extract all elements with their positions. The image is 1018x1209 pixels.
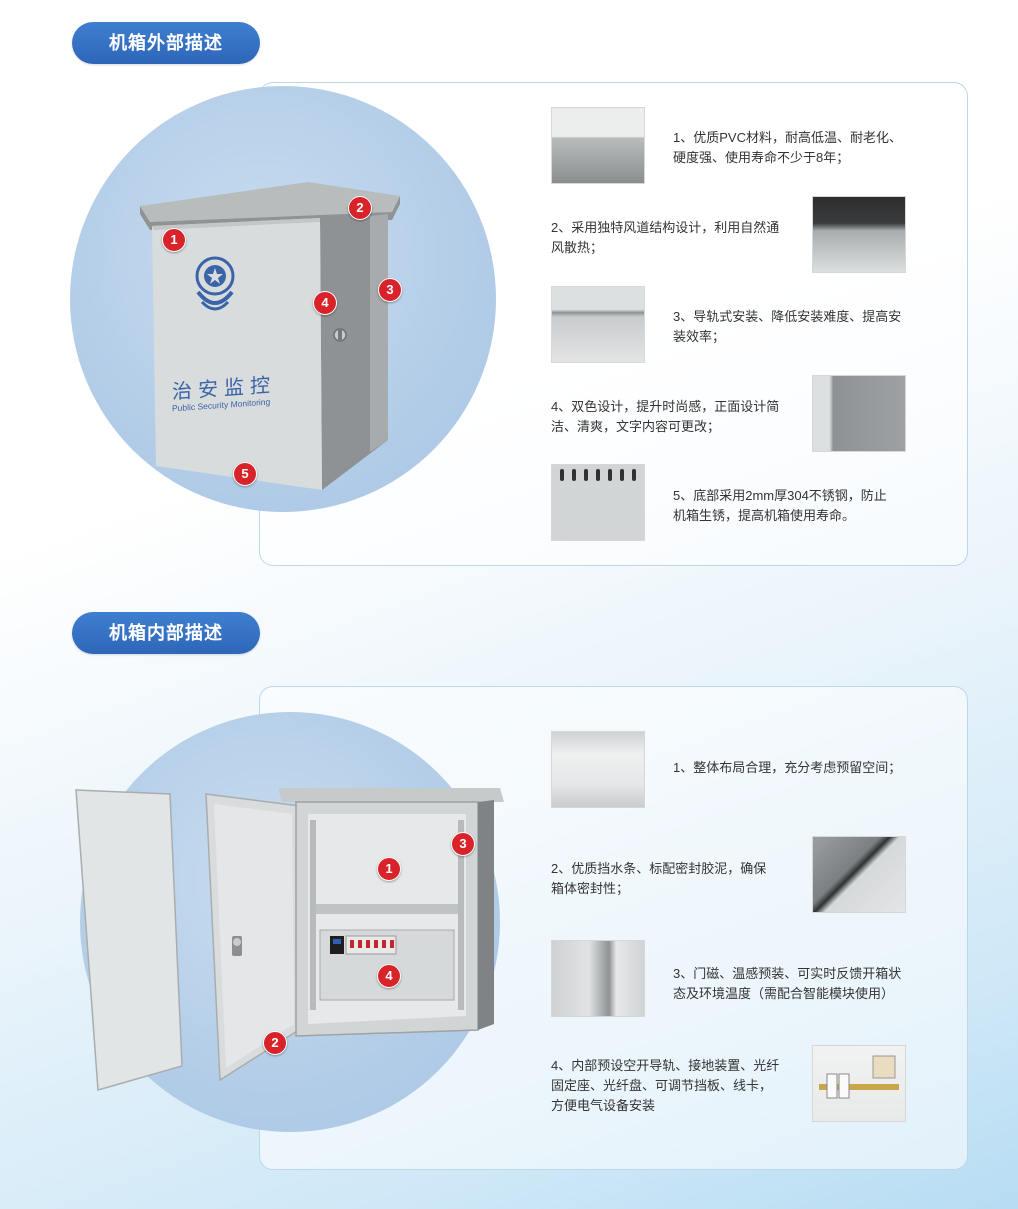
air-duct-photo <box>812 196 906 273</box>
door-sensor-photo <box>551 940 645 1017</box>
exterior-heading: 机箱外部描述 <box>109 33 223 53</box>
exterior-badge-5: 5 <box>233 462 257 486</box>
interior-heading: 机箱内部描述 <box>109 623 223 643</box>
two-tone-lock-photo <box>812 375 906 452</box>
interior-badge-1: 1 <box>377 857 401 881</box>
circuit-breaker-icon <box>330 935 397 955</box>
interior-badge-2: 2 <box>263 1031 287 1055</box>
exterior-feature-3-text: 3、导轨式安装、降低安装难度、提高安 装效率； <box>673 309 902 344</box>
vent-slots-icon <box>560 469 636 481</box>
water-seal-photo <box>812 836 906 913</box>
interior-heading-pill: 机箱内部描述 <box>72 612 260 654</box>
closed-cabinet-illustration <box>140 182 400 490</box>
open-cabinet-illustration <box>75 788 504 1091</box>
exterior-badge-1: 1 <box>162 228 186 252</box>
rail-grounding-photo <box>812 1045 906 1122</box>
din-rail-icon <box>819 1055 899 1099</box>
interior-feature-2-text: 2、优质挡水条、标配密封胶泥，确保 箱体密封性； <box>551 861 767 896</box>
exterior-feature-2-text: 2、采用独特风道结构设计，利用自然通 风散热； <box>551 220 780 255</box>
interior-feature-1-text: 1、整体布局合理，充分考虑预留空间； <box>673 760 902 775</box>
exterior-heading-pill: 机箱外部描述 <box>72 22 260 64</box>
interior-badge-4: 4 <box>377 964 401 988</box>
interior-feature-3-text: 3、门磁、温感预装、可实时反馈开箱状 态及环境温度（需配合智能模块使用） <box>673 966 902 1001</box>
exterior-badge-4: 4 <box>313 291 337 315</box>
interior-layout-photo <box>551 731 645 808</box>
police-emblem-icon <box>195 256 235 311</box>
interior-badge-3: 3 <box>451 832 475 856</box>
exterior-badge-2: 2 <box>348 196 372 220</box>
rail-mount-photo <box>551 286 645 363</box>
interior-feature-4-text: 4、内部预设空开导轨、接地装置、光纤 固定座、光纤盘、可调节挡板、线卡， 方便电… <box>551 1058 780 1113</box>
exterior-badge-3: 3 <box>378 278 402 302</box>
exterior-feature-4-text: 4、双色设计，提升时尚感，正面设计简 洁、清爽，文字内容可更改； <box>551 399 780 434</box>
exterior-feature-5-text: 5、底部采用2mm厚304不锈钢，防止 机箱生锈，提高机箱使用寿命。 <box>673 488 887 523</box>
pvc-material-photo <box>551 107 645 184</box>
exterior-feature-1-text: 1、优质PVC材料，耐高低温、耐老化、 硬度强、使用寿命不少于8年； <box>673 130 902 165</box>
vent-slots-photo <box>551 464 645 541</box>
